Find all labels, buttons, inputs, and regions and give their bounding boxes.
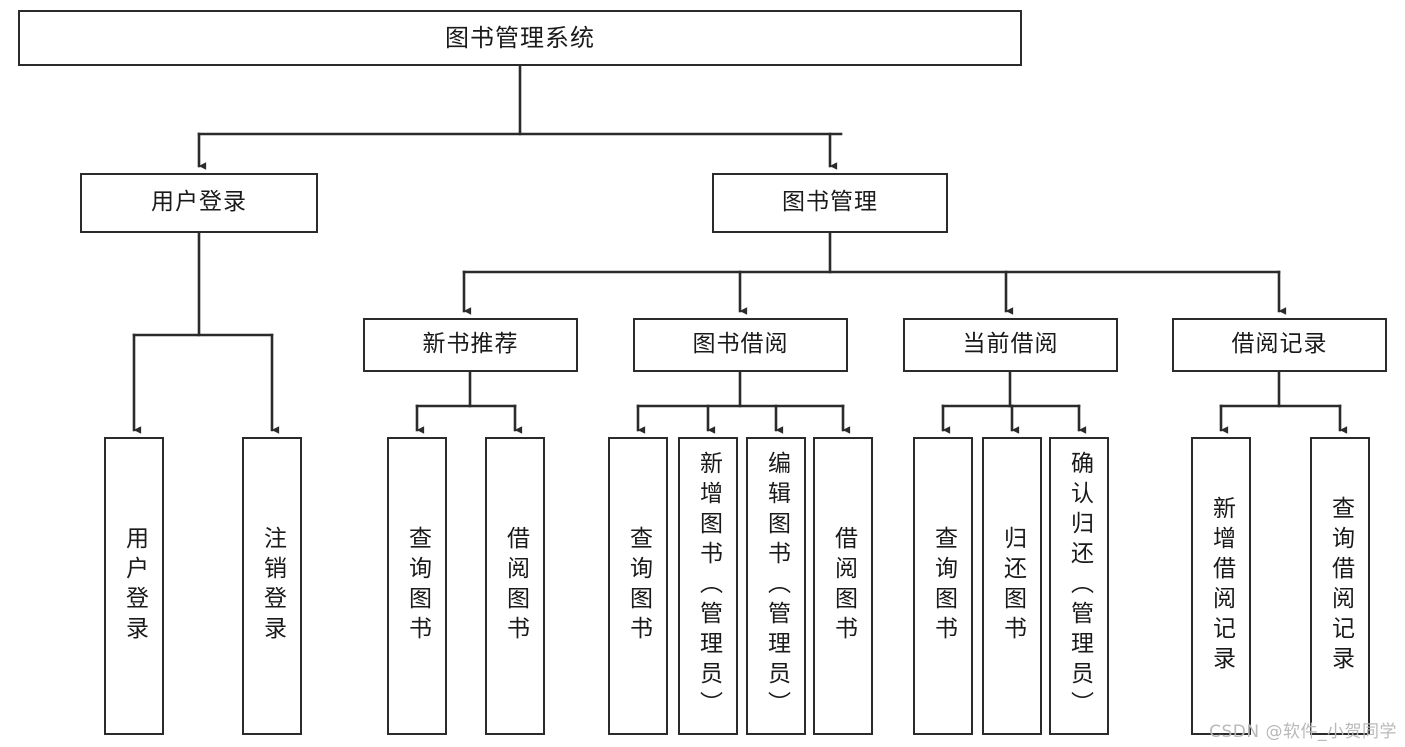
node-new-book-rec[interactable]: 新书推荐 <box>363 318 578 372</box>
node-new-book-rec-label: 新书推荐 <box>422 331 519 358</box>
node-borrow-record-label: 借阅记录 <box>1231 331 1328 358</box>
node-leaf-edit-book-label: 编辑图书（管理员） <box>763 451 790 721</box>
node-book-manage[interactable]: 图书管理 <box>712 173 948 233</box>
watermark-text: CSDN @软件_小贺同学 <box>1209 722 1397 742</box>
node-user-login-label: 用户登录 <box>151 189 247 216</box>
node-book-borrow[interactable]: 图书借阅 <box>633 318 848 372</box>
node-leaf-borrow-book-label: 借阅图书 <box>830 526 857 646</box>
node-leaf-add-record[interactable]: 新增借阅记录 <box>1191 437 1251 735</box>
node-root[interactable]: 图书管理系统 <box>18 10 1022 66</box>
node-leaf-add-record-label: 新增借阅记录 <box>1208 496 1235 676</box>
node-leaf-user-logout-label: 注销登录 <box>259 526 286 646</box>
node-leaf-query-book-cur-label: 查询图书 <box>930 526 957 646</box>
node-leaf-user-login[interactable]: 用户登录 <box>104 437 164 735</box>
node-user-login[interactable]: 用户登录 <box>80 173 318 233</box>
node-leaf-user-logout[interactable]: 注销登录 <box>242 437 302 735</box>
node-leaf-query-book-rec-label: 查询图书 <box>404 526 431 646</box>
node-leaf-user-login-label: 用户登录 <box>121 526 148 646</box>
node-leaf-add-book[interactable]: 新增图书（管理员） <box>678 437 738 735</box>
node-leaf-query-book-cur[interactable]: 查询图书 <box>913 437 973 735</box>
node-current-borrow-label: 当前借阅 <box>962 331 1059 358</box>
node-leaf-query-book-rec[interactable]: 查询图书 <box>387 437 447 735</box>
node-leaf-edit-book[interactable]: 编辑图书（管理员） <box>746 437 806 735</box>
node-leaf-query-record-label: 查询借阅记录 <box>1327 496 1354 676</box>
node-book-manage-label: 图书管理 <box>782 189 878 216</box>
node-leaf-confirm-return[interactable]: 确认归还（管理员） <box>1049 437 1109 735</box>
node-leaf-borrow-book-rec[interactable]: 借阅图书 <box>485 437 545 735</box>
node-current-borrow[interactable]: 当前借阅 <box>903 318 1118 372</box>
node-leaf-query-book-borrow-label: 查询图书 <box>625 526 652 646</box>
node-borrow-record[interactable]: 借阅记录 <box>1172 318 1387 372</box>
node-leaf-return-book[interactable]: 归还图书 <box>982 437 1042 735</box>
node-book-borrow-label: 图书借阅 <box>692 331 789 358</box>
node-leaf-add-book-label: 新增图书（管理员） <box>695 451 722 721</box>
node-leaf-query-book-borrow[interactable]: 查询图书 <box>608 437 668 735</box>
node-root-label: 图书管理系统 <box>445 23 595 52</box>
node-leaf-confirm-return-label: 确认归还（管理员） <box>1066 451 1093 721</box>
node-leaf-borrow-book[interactable]: 借阅图书 <box>813 437 873 735</box>
node-leaf-query-record[interactable]: 查询借阅记录 <box>1310 437 1370 735</box>
node-leaf-borrow-book-rec-label: 借阅图书 <box>502 526 529 646</box>
node-leaf-return-book-label: 归还图书 <box>999 526 1026 646</box>
